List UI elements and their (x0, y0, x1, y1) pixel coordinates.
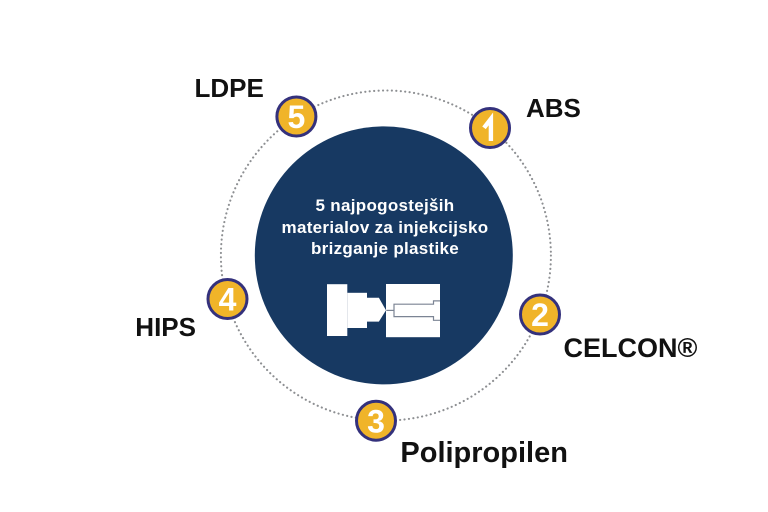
svg-text:2: 2 (531, 297, 549, 333)
svg-text:4: 4 (219, 282, 237, 318)
svg-text:5: 5 (288, 99, 306, 135)
svg-text:3: 3 (367, 403, 385, 439)
